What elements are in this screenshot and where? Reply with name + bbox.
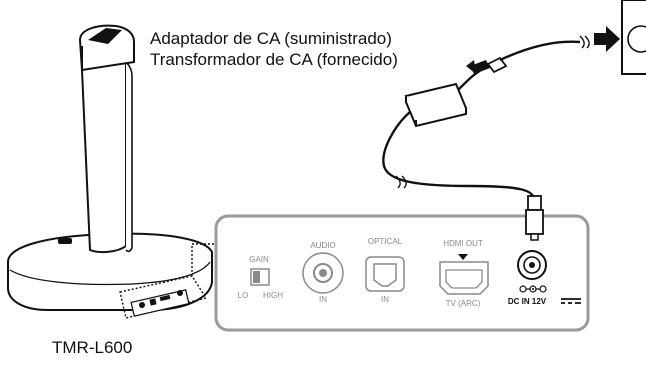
hdmi-tv-arc-label: TV (ARC) <box>446 299 481 308</box>
plug-in-arrow-icon <box>594 26 620 52</box>
wall-outlet <box>621 0 646 75</box>
hdmi-out-label: HDMI OUT <box>443 239 483 248</box>
rear-panel-highlight <box>119 243 216 319</box>
dc-symbol-icon <box>561 298 581 304</box>
adapter-caption-es: Adaptador de CA (suministrado) <box>150 29 392 48</box>
connect-arrow-icon <box>466 60 490 74</box>
stand-base <box>7 232 213 311</box>
stand-pole <box>78 24 135 254</box>
adapter-cables <box>382 35 590 241</box>
gain-high-label: HIGH <box>263 291 283 300</box>
audio-in-label: IN <box>319 295 327 304</box>
adapter-caption-pt: Transformador de CA (fornecido) <box>150 50 398 69</box>
model-name: TMR-L600 <box>52 338 133 357</box>
optical-label: OPTICAL <box>368 237 403 246</box>
rear-panel <box>214 214 590 332</box>
optical-in-label: IN <box>381 295 389 304</box>
gain-lo-label: LO <box>238 291 249 300</box>
dc-in-label: DC IN 12V <box>508 297 547 306</box>
ac-adapter <box>404 82 468 128</box>
gain-label: GAIN <box>249 255 269 264</box>
audio-label: AUDIO <box>310 241 335 250</box>
polarity-icon <box>519 285 547 293</box>
